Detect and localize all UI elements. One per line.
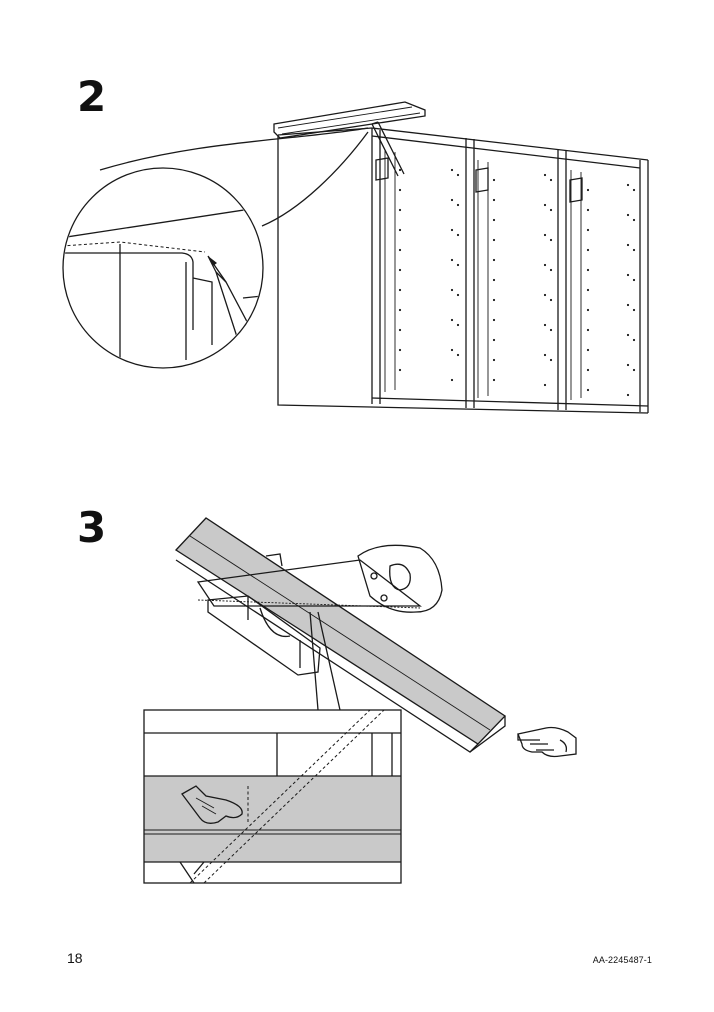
document-code: AA-2245487-1: [592, 955, 652, 965]
cabinet-row: [277, 127, 649, 414]
pencil-icon: [371, 121, 405, 177]
cut-detail-panel: [143, 709, 402, 884]
page-number: 18: [67, 950, 83, 966]
pointing-hand-icon: [181, 785, 243, 824]
step-3-number: 3: [77, 503, 107, 552]
step-2-number: 2: [77, 72, 107, 121]
detail-magnifier: [62, 167, 264, 369]
miter-box-icon: [207, 553, 321, 676]
shelf-hole-dots: [398, 168, 636, 397]
crown-moulding: [273, 101, 426, 139]
moulding-board: [174, 517, 507, 753]
pointing-hand-icon: [517, 726, 577, 758]
saw-icon: [196, 544, 443, 613]
